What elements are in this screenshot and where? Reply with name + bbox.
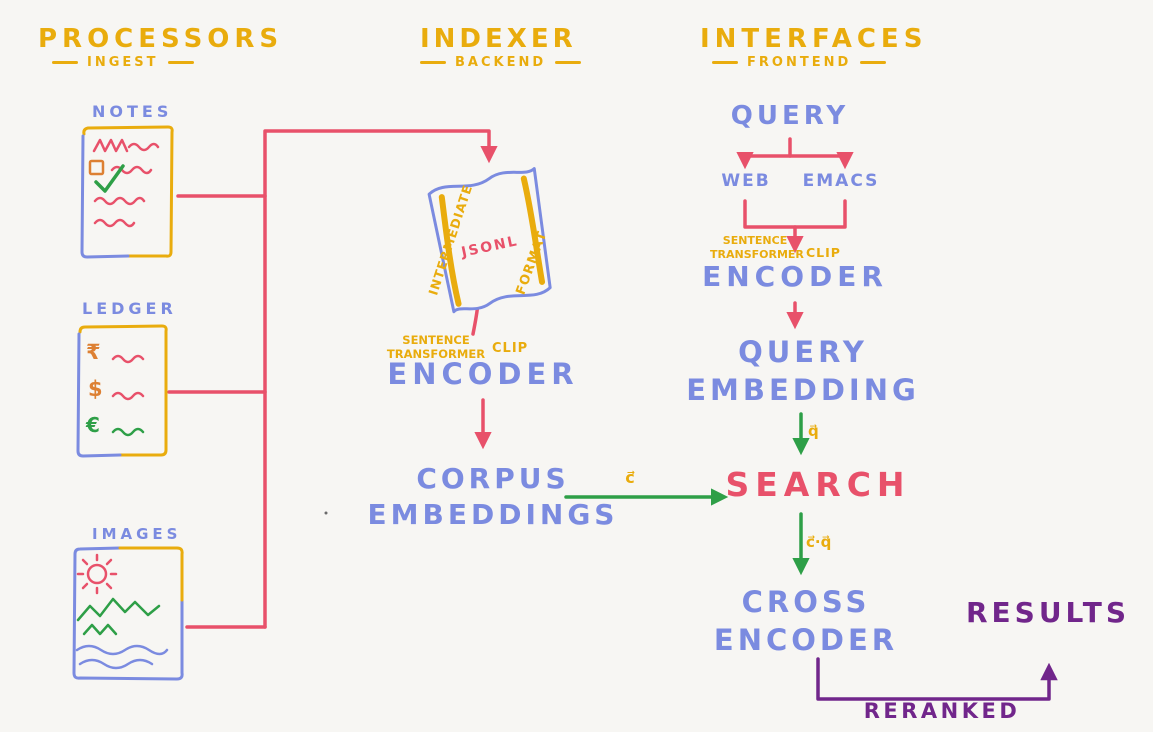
processors-title: PROCESSORS [38, 24, 284, 54]
search-node: SEARCH [725, 465, 911, 504]
query-embedding-line1: QUERY [738, 335, 868, 369]
images-label: IMAGES [92, 525, 182, 543]
purple-connectors [816, 657, 1058, 701]
river-sketch-2 [78, 658, 154, 670]
trunk-to-scroll-arrow [263, 129, 498, 629]
checkbox-square-icon [88, 159, 105, 176]
indexer-encoder-node: ENCODER [387, 357, 579, 391]
query-vector-label: q⃗ [808, 422, 819, 440]
web-emacs-join-line [743, 199, 847, 229]
sun-icon [76, 553, 118, 595]
notes-card-border-accent [80, 134, 130, 259]
rupee-icon: ₹ [86, 340, 101, 364]
indexer-subtitle: BACKEND [420, 56, 581, 69]
query-embedding-node: QUERY EMBEDDING [686, 334, 920, 409]
interface-clip-label: CLIP [806, 245, 841, 260]
interface-model-line1: SENTENCE [722, 234, 788, 247]
ledger-scribble-3 [111, 427, 145, 437]
ledger-card [76, 324, 168, 458]
indexer-model-label: SENTENCE TRANSFORMER [383, 333, 489, 362]
red-connectors [167, 129, 854, 629]
interface-model-label: SENTENCE TRANSFORMER [710, 234, 804, 262]
corpus-line2: EMBEDDINGS [367, 498, 619, 532]
cross-encoder-node: CROSS ENCODER [714, 584, 898, 659]
emacs-node: EMACS [802, 171, 880, 191]
corpus-embeddings-node: CORPUS EMBEDDINGS [368, 461, 619, 534]
indexer-model-line2: TRANSFORMER [386, 347, 486, 362]
images-card [72, 546, 184, 681]
ledger-scribble-1 [111, 354, 145, 364]
web-node: WEB [721, 171, 771, 191]
images-card-border [72, 546, 184, 681]
interfaces-subtitle: FRONTEND [712, 56, 886, 69]
corpus-vector-label: c⃗ [625, 468, 635, 487]
ledger-card-border [78, 324, 168, 457]
mountains-sketch [76, 597, 161, 622]
ledger-scribble-2 [111, 391, 145, 401]
note-scribble-line-3 [93, 196, 146, 206]
query-embedding-line2: EMBEDDING [686, 372, 920, 407]
hills-sketch [82, 623, 118, 636]
notes-label: NOTES [92, 102, 173, 121]
reranked-label: RERANKED [863, 699, 1021, 723]
scroll-body [427, 167, 552, 314]
note-scribble-line-2 [110, 165, 153, 175]
processors-subtitle: INGEST [52, 56, 194, 69]
ledger-card-border-accent [76, 332, 122, 458]
stray-dot [324, 511, 328, 515]
interface-encoder-node: ENCODER [702, 260, 888, 293]
cross-encoder-line1: CROSS [741, 585, 871, 619]
jsonl-scroll [427, 167, 552, 314]
similarity-label: c⃗·q⃗ [806, 533, 832, 551]
scroll-right-band [520, 175, 546, 285]
dollar-icon: $ [88, 377, 103, 401]
cross-encoder-line2: ENCODER [713, 622, 899, 657]
note-scribble-zigzag [92, 138, 129, 153]
notes-card-border [82, 125, 174, 258]
notes-card [80, 125, 174, 259]
indexer-model-line1: SENTENCE [402, 333, 470, 347]
euro-icon: € [86, 413, 100, 437]
images-card-border-accent [118, 546, 184, 602]
corpus-line1: CORPUS [416, 462, 570, 495]
indexer-clip-label: CLIP [492, 341, 529, 356]
note-scribble-line-4 [93, 218, 136, 228]
interfaces-title: INTERFACES [700, 24, 928, 54]
indexer-title: INDEXER [420, 24, 577, 54]
query-node: QUERY [730, 101, 850, 131]
interface-model-line2: TRANSFORMER [710, 247, 804, 261]
scroll-left-band [438, 194, 462, 307]
results-node: RESULTS [965, 596, 1131, 629]
river-sketch-1 [75, 644, 169, 656]
note-scribble-line-1 [127, 142, 160, 152]
green-connectors [564, 412, 810, 576]
ledger-label: LEDGER [82, 299, 177, 318]
cross-encoder-to-results-arrow [816, 657, 1058, 701]
check-icon [94, 164, 125, 193]
